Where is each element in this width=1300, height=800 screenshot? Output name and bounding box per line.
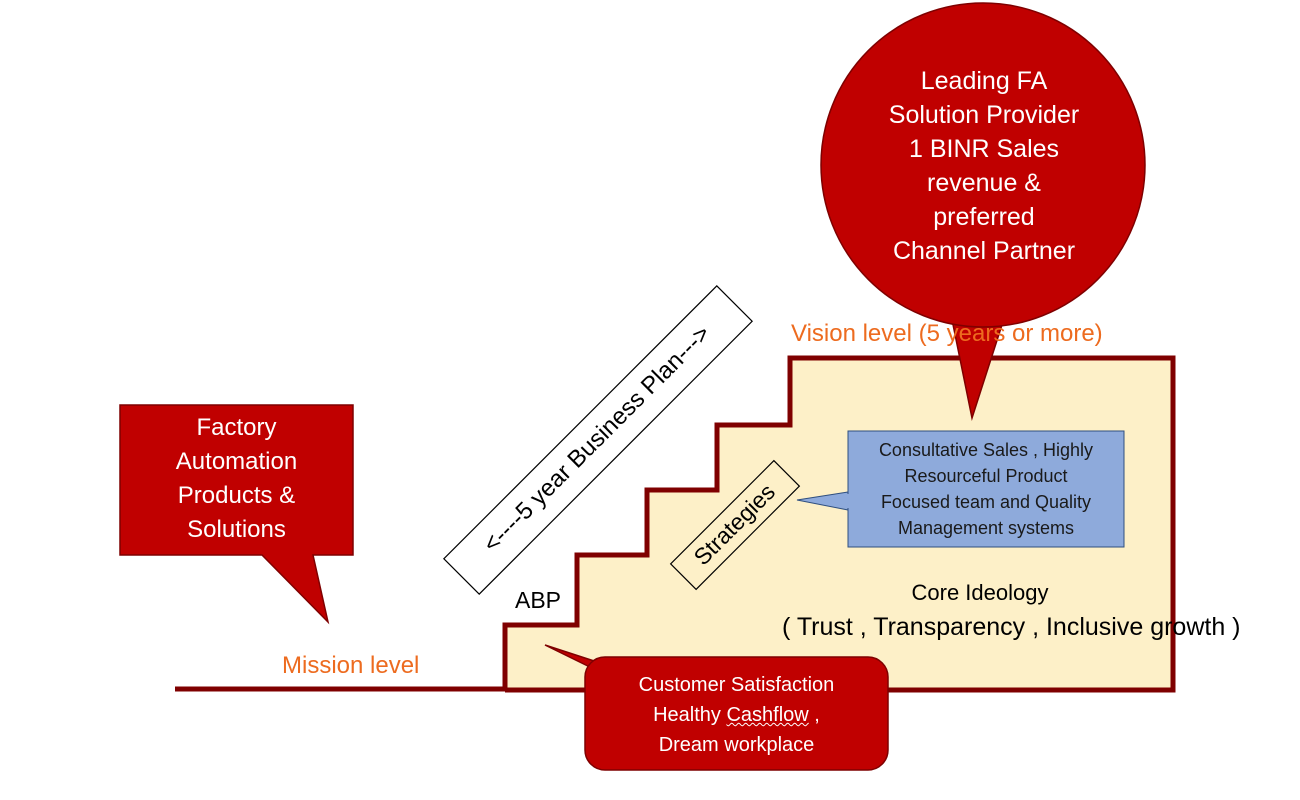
vision-callout-line: 1 BINR Sales (908, 135, 1060, 163)
mission-level-label: Mission level (282, 652, 420, 679)
stair-outline (502, 355, 1176, 693)
strategy-box-line: Resourceful Product (904, 466, 1068, 486)
strategy-box-line: Consultative Sales , Highly (878, 440, 1094, 460)
customer-callout-shape (584, 656, 889, 771)
customer-callout-line: Dream workplace (658, 734, 815, 756)
business-plan-box (443, 285, 753, 595)
core-values-label: ( Trust , Transparency , Inclusive growt… (782, 613, 1241, 641)
vision-level-label: Vision level (5 years or more) (791, 320, 1103, 347)
core-ideology-label: Core Ideology (911, 580, 1049, 605)
mission-callout-line: Products & (177, 482, 296, 509)
comma-text: , (808, 704, 820, 726)
mission-callout-line: Factory (196, 414, 277, 441)
abp-label: ABP (515, 587, 562, 613)
vision-callout-circle (820, 2, 1146, 328)
strategies-box (669, 459, 801, 591)
vision-callout-line: Channel Partner (892, 237, 1076, 265)
strategy-box-line: Focused team and Quality (880, 492, 1092, 512)
mission-callout-line: Solutions (187, 516, 286, 543)
strategy-box-line: Management systems (897, 518, 1075, 538)
mission-callout-shape (119, 404, 354, 625)
customer-callout: Customer Satisfaction Healthy Cashflow ,… (585, 670, 888, 760)
strategy-box-shape (847, 430, 1125, 548)
cashflow-text: Cashflow (726, 704, 809, 726)
mission-callout: Factory Automation Products & Solutions (120, 411, 353, 547)
vision-callout-line: preferred (933, 203, 1035, 231)
mission-callout-line: Automation (175, 448, 298, 475)
vision-callout-line: Solution Provider (888, 101, 1080, 129)
customer-callout-line: Customer Satisfaction (638, 674, 835, 696)
healthy-text: Healthy (653, 704, 727, 726)
strategy-box: Consultative Sales , Highly Resourceful … (848, 437, 1124, 541)
customer-callout-line: Healthy Cashflow , (585, 700, 888, 730)
vision-callout-line: Leading FA (920, 67, 1048, 95)
vision-callout: Leading FA Solution Provider 1 BINR Sale… (843, 64, 1125, 268)
vision-callout-line: revenue & (927, 169, 1041, 197)
